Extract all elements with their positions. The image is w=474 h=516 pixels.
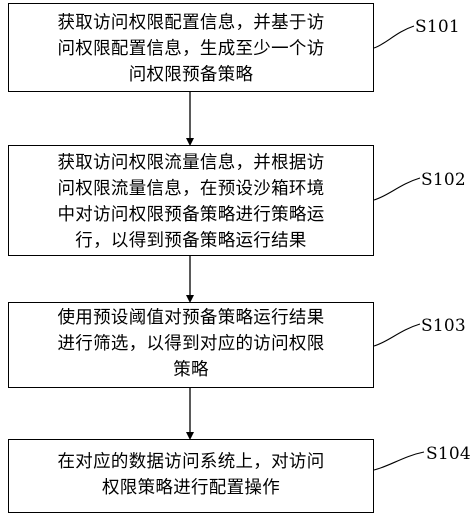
step-label-s102: S102 [421, 170, 466, 190]
step-box-s104: 在对应的数据访问系统上，对访问 权限策略进行配置操作 [8, 439, 374, 513]
step-text-line: 问权限配置信息，生成至少一个访 [57, 39, 325, 59]
step-text-line: 行，以得到预备策略运行结果 [75, 231, 307, 251]
leader-line-s103 [373, 323, 421, 347]
step-box-s101: 获取访问权限配置信息，并基于访 问权限配置信息，生成至少一个访 问权限预备策略 [8, 3, 374, 92]
step-text-line: 问权限预备策略 [128, 65, 254, 85]
step-text-line: 策略 [173, 360, 209, 380]
step-text-line: 权限策略进行配置操作 [102, 478, 280, 498]
step-box-s103: 使用预设阈值对预备策略运行结果 进行筛选，以得到对应的访问权限 策略 [8, 302, 374, 388]
leader-line-s102 [373, 177, 421, 201]
step-text-line: 在对应的数据访问系统上，对访问 [57, 452, 325, 472]
leader-line-s104 [373, 451, 425, 471]
step-text-line: 问权限流量信息，在预设沙箱环境 [57, 179, 325, 199]
step-label-s101: S101 [415, 17, 460, 37]
leader-line-s101 [373, 25, 415, 49]
step-label-s103: S103 [421, 316, 466, 336]
step-text-line: 获取访问权限配置信息，并基于访 [57, 13, 325, 33]
step-box-s102: 获取访问权限流量信息，并根据访 问权限流量信息，在预设沙箱环境 中对访问权限预备… [8, 145, 374, 256]
step-text-line: 使用预设阈值对预备策略运行结果 [57, 308, 325, 328]
step-text-line: 获取访问权限流量信息，并根据访 [57, 153, 325, 173]
step-label-s104: S104 [426, 444, 471, 464]
step-text-line: 进行筛选，以得到对应的访问权限 [57, 334, 325, 354]
step-text-line: 中对访问权限预备策略进行策略运 [57, 205, 325, 225]
